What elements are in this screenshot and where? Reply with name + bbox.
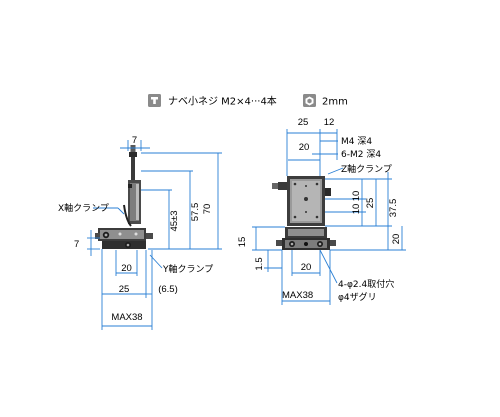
label-mount-hole: 4-φ2.4取付穴 [338, 278, 394, 290]
dim-1-5: 1.5 [254, 257, 265, 270]
dim-57-5: 57.5 [190, 203, 201, 222]
dim-20-vertical: 20 [391, 234, 402, 245]
screw-head-icon [148, 94, 161, 107]
screw-spec-text: ナベ小ネジ M2×4···4本 [168, 95, 277, 108]
label-m4: M4 深4 [341, 136, 372, 147]
dim-70: 70 [202, 204, 213, 215]
legend: ナベ小ネジ M2×4···4本 2mm [148, 94, 348, 108]
dim-6-5: (6.5) [158, 284, 178, 295]
dim-15: 15 [237, 237, 248, 248]
dim-left-7: 7 [74, 239, 79, 250]
right-dimension-lines [252, 129, 406, 305]
dim-width-20-right: 20 [299, 142, 310, 153]
left-stage-body [95, 145, 153, 249]
right-front-view: 25 12 20 M4 深4 6-M2 深4 Z軸クランプ 10 10 25 3… [237, 117, 406, 305]
dim-top-25: 25 [298, 117, 309, 128]
dim-37-5: 37.5 [388, 199, 399, 218]
dim-max-38-right: MAX38 [282, 290, 313, 301]
dim-25-vertical: 25 [365, 198, 376, 209]
left-dimension-lines [87, 140, 222, 330]
dim-width-25: 25 [119, 284, 130, 295]
hex-wrench-icon [303, 94, 316, 107]
dim-top-12: 12 [324, 117, 335, 128]
dim-max-38-left: MAX38 [111, 312, 142, 323]
dim-10-b: 10 [351, 204, 362, 215]
label-6-m2: 6-M2 深4 [341, 149, 381, 160]
dim-10-a: 10 [351, 191, 362, 202]
label-counterbore: φ4ザグリ [338, 291, 377, 303]
dim-top-7: 7 [132, 135, 137, 146]
label-x-clamp: X軸クランプ [58, 202, 109, 214]
dim-bottom-20-right: 20 [301, 262, 312, 273]
label-y-clamp: Y軸クランプ [162, 263, 213, 275]
left-side-view: 7 45±3 57.5 70 7 20 25 (6.5) MAX38 X軸クラン… [58, 135, 222, 330]
hex-wrench-size: 2mm [322, 97, 348, 108]
label-z-clamp: Z軸クランプ [341, 163, 392, 175]
dim-width-20: 20 [121, 263, 132, 274]
dim-45: 45±3 [169, 210, 180, 231]
right-stage-body [272, 176, 336, 250]
